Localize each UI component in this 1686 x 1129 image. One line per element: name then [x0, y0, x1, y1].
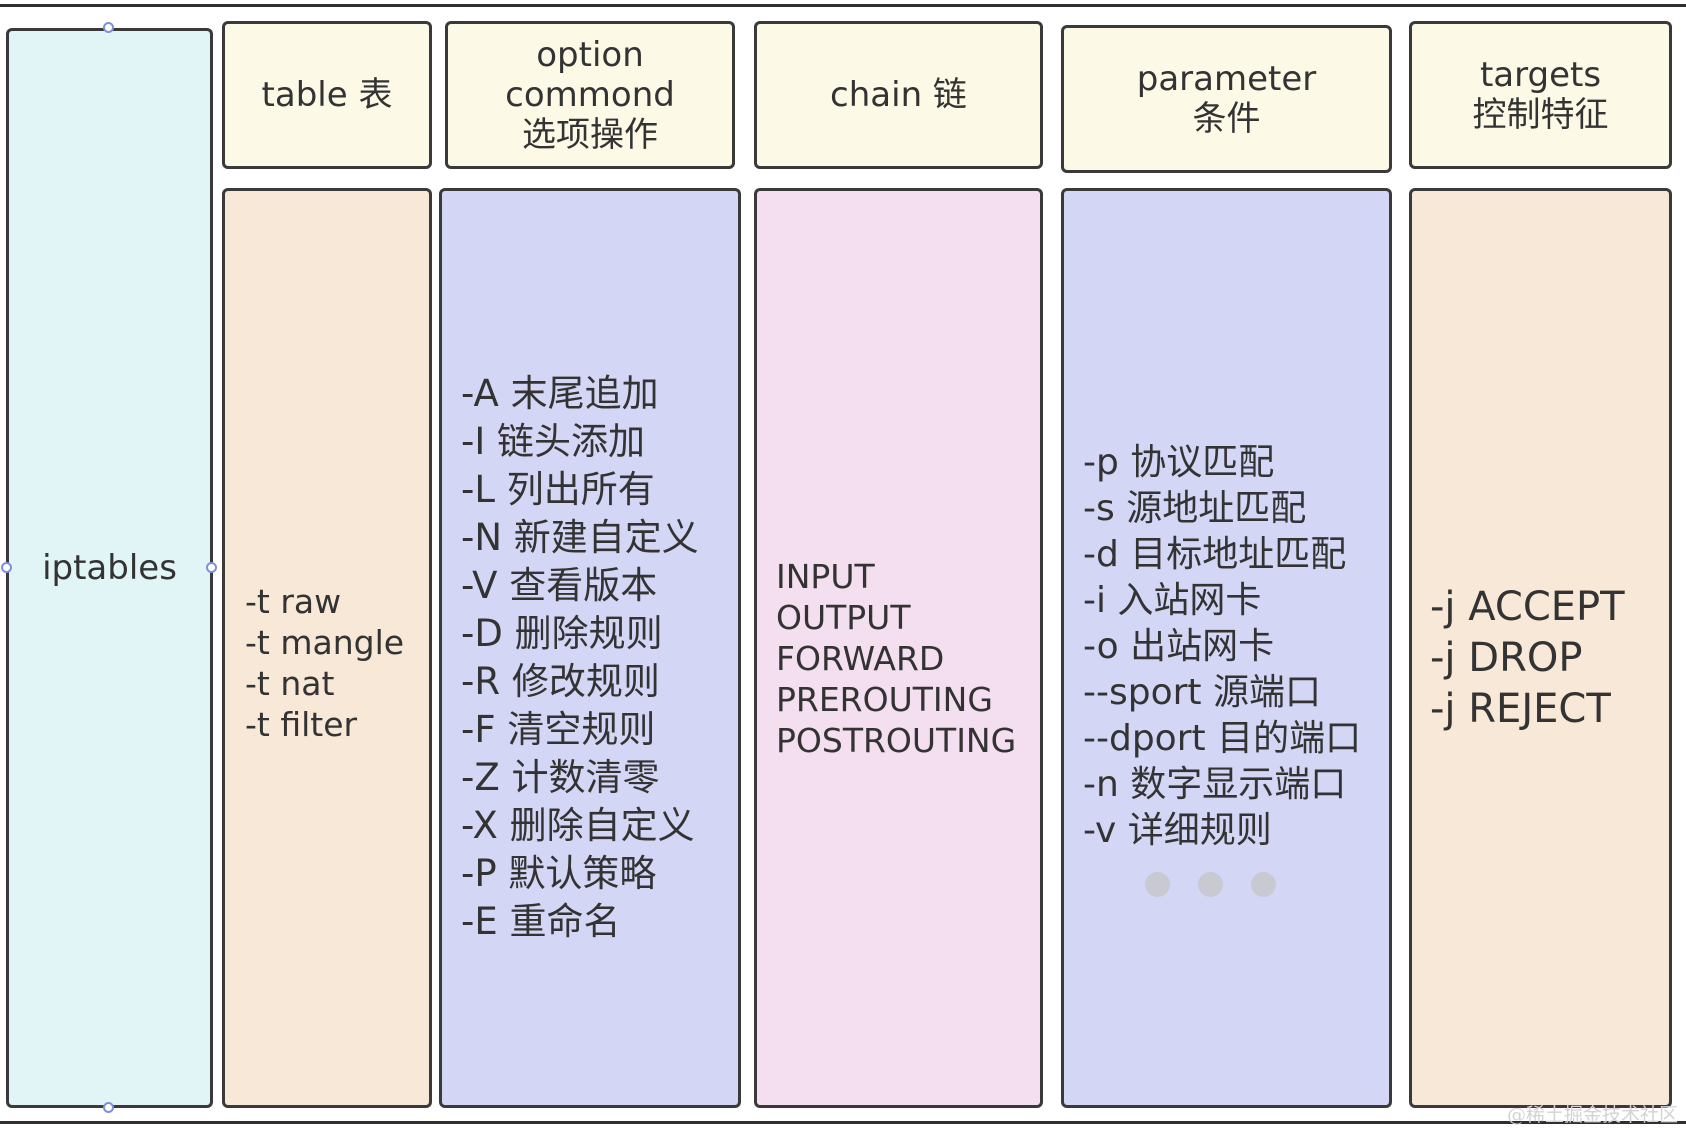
header-table[interactable]: table 表: [222, 21, 432, 169]
selection-handle-top[interactable]: [103, 22, 114, 33]
option-column-box[interactable]: -A 末尾追加 -I 链头添加 -L 列出所有 -N 新建自定义 -V 查看版本…: [439, 188, 741, 1108]
command-option: -E 重命名: [461, 900, 621, 943]
parameter-item: -d 目标地址匹配: [1083, 533, 1347, 575]
parameter-column-box[interactable]: -p 协议匹配 -s 源地址匹配 -d 目标地址匹配 -i 入站网卡 -o 出站…: [1061, 188, 1392, 1108]
parameter-item: -s 源地址匹配: [1083, 487, 1307, 529]
command-option: -F 清空规则: [461, 708, 656, 751]
table-option-list: -t raw -t mangle -t nat -t filter: [225, 581, 404, 745]
chain-item: FORWARD: [776, 638, 945, 678]
table-option: -t nat: [245, 664, 335, 703]
chain-item: PREROUTING: [776, 679, 993, 719]
iptables-root-node[interactable]: iptables: [6, 28, 213, 1108]
chain-item: INPUT: [776, 556, 875, 596]
header-chain[interactable]: chain 链: [754, 21, 1043, 169]
command-option: -N 新建自定义: [461, 516, 699, 559]
ellipsis-dot: [1145, 871, 1170, 897]
more-ellipsis-icon: [1083, 871, 1361, 897]
table-option: -t filter: [245, 705, 358, 744]
header-option-line: commond: [505, 75, 675, 115]
command-option: -Z 计数清零: [461, 756, 660, 799]
chain-list: INPUT OUTPUT FORWARD PREROUTING POSTROUT…: [757, 556, 1016, 761]
header-option-text: option commond 选项操作: [505, 35, 675, 155]
target-item: -j DROP: [1430, 634, 1583, 681]
command-option: -D 删除规则: [461, 612, 663, 655]
header-option-line: option: [536, 35, 644, 75]
watermark: @稀土掘金技术社区: [1506, 1104, 1678, 1126]
command-option: -I 链头添加: [461, 420, 646, 463]
parameter-item: -i 入站网卡: [1083, 579, 1262, 621]
header-option-line: 选项操作: [521, 115, 658, 155]
bottom-frame-line: [0, 1121, 1686, 1124]
header-targets-line: 控制特征: [1472, 95, 1609, 135]
top-frame-line: [0, 4, 1686, 7]
parameter-item: -p 协议匹配: [1083, 441, 1275, 483]
chain-column-box[interactable]: INPUT OUTPUT FORWARD PREROUTING POSTROUT…: [754, 188, 1043, 1108]
header-parameter-line: 条件: [1192, 99, 1261, 139]
target-item: -j REJECT: [1430, 685, 1611, 732]
header-targets-text: targets 控制特征: [1473, 55, 1609, 135]
table-option: -t mangle: [245, 623, 405, 662]
header-option[interactable]: option commond 选项操作: [445, 21, 735, 169]
parameter-list: -p 协议匹配 -s 源地址匹配 -d 目标地址匹配 -i 入站网卡 -o 出站…: [1064, 440, 1361, 897]
targets-list: -j ACCEPT -j DROP -j REJECT: [1412, 582, 1625, 735]
table-option: -t raw: [245, 582, 342, 621]
table-column-box[interactable]: -t raw -t mangle -t nat -t filter: [222, 188, 432, 1108]
parameter-item: -v 详细规则: [1083, 809, 1272, 851]
header-table-text: table 表: [262, 75, 393, 115]
header-table-line: table 表: [261, 75, 393, 115]
header-targets-line: targets: [1479, 55, 1602, 95]
header-parameter-text: parameter 条件: [1137, 59, 1317, 139]
command-option: -A 末尾追加: [461, 372, 659, 415]
selection-handle-left[interactable]: [1, 562, 12, 573]
parameter-item: -o 出站网卡: [1083, 625, 1275, 667]
header-parameter-line: parameter: [1136, 59, 1317, 99]
command-option-list: -A 末尾追加 -I 链头添加 -L 列出所有 -N 新建自定义 -V 查看版本…: [442, 370, 699, 946]
selection-handle-right[interactable]: [206, 562, 217, 573]
command-option: -V 查看版本: [461, 564, 658, 607]
command-option: -L 列出所有: [461, 468, 655, 511]
parameter-item: --sport 源端口: [1083, 671, 1321, 713]
target-item: -j ACCEPT: [1430, 583, 1625, 630]
parameter-item: --dport 目的端口: [1083, 717, 1362, 759]
ellipsis-dot: [1251, 871, 1276, 897]
targets-column-box[interactable]: -j ACCEPT -j DROP -j REJECT: [1409, 188, 1672, 1108]
command-option: -P 默认策略: [461, 852, 657, 895]
command-option: -R 修改规则: [461, 660, 660, 703]
parameter-item: -n 数字显示端口: [1083, 763, 1347, 805]
chain-item: POSTROUTING: [776, 720, 1017, 760]
header-targets[interactable]: targets 控制特征: [1409, 21, 1672, 169]
header-chain-text: chain 链: [830, 75, 967, 115]
selection-handle-bottom[interactable]: [103, 1102, 114, 1113]
header-parameter[interactable]: parameter 条件: [1061, 25, 1392, 173]
command-option: -X 删除自定义: [461, 804, 695, 847]
root-label: iptables: [42, 548, 177, 588]
ellipsis-dot: [1198, 871, 1223, 897]
chain-item: OUTPUT: [776, 597, 911, 637]
header-chain-line: chain 链: [830, 75, 967, 115]
